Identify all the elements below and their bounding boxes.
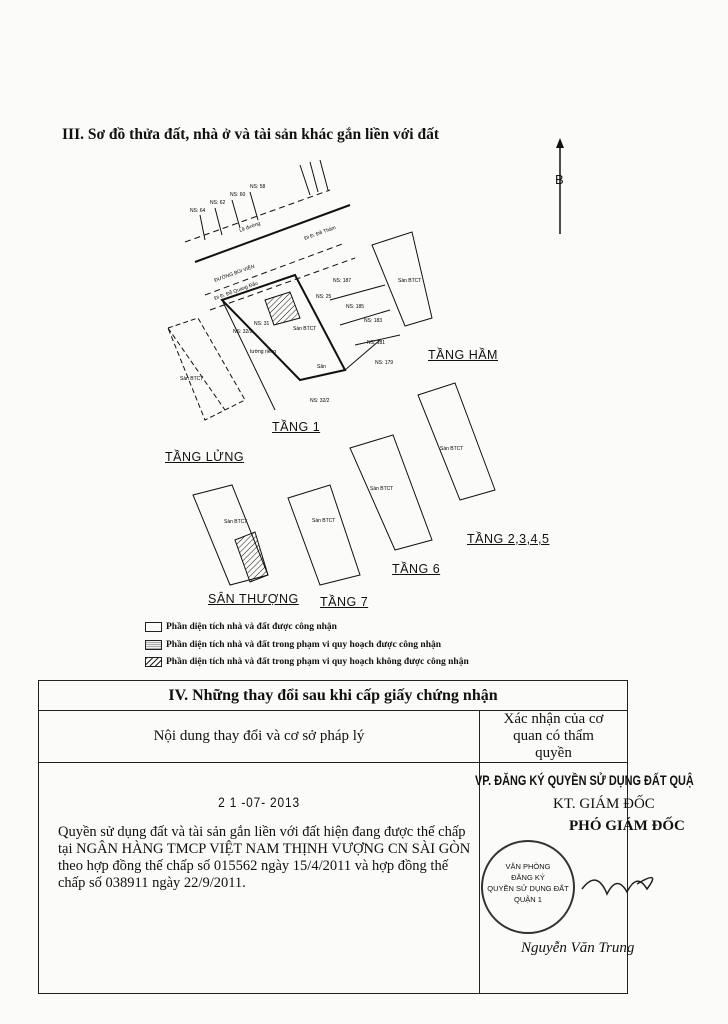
slab-label: Sàn BTCT [370, 486, 393, 492]
floor-label-7: TẦNG 7 [320, 595, 369, 609]
legend-swatch-dotted [145, 640, 162, 650]
column-header-authority: Xác nhận của cơ quan có thẩm quyền [479, 710, 628, 763]
legend-swatch-hatched [145, 657, 162, 667]
authority-cell: VP. ĐĂNG KÝ QUYỀN SỬ DỤNG ĐẤT QUẬ KT. GI… [475, 762, 694, 994]
lot-label: NS: 60 [230, 192, 246, 198]
slab-label: Sàn BTCT [440, 446, 463, 452]
floor-label-2345: TẦNG 2,3,4,5 [467, 532, 550, 546]
lot-label: NS: 187 [333, 278, 351, 284]
changes-table: IV. Những thay đổi sau khi cấp giấy chứn… [38, 680, 694, 994]
lot-label: NS: 25 [316, 294, 332, 300]
lot-label: NS: 183 [364, 318, 382, 324]
legend-text: Phần diện tích nhà và đất trong phạm vi … [166, 640, 442, 650]
legend-text: Phần diện tích nhà và đất trong phạm vi … [166, 657, 469, 667]
lot-label: NS: 62 [210, 200, 226, 206]
legend-item: Phần diện tích nhà và đất trong phạm vi … [145, 657, 469, 667]
column-header-content: Nội dung thay đổi và cơ sở pháp lý [38, 710, 480, 763]
legend-item: Phần diện tích nhà và đất trong phạm vi … [145, 640, 441, 650]
legend-text: Phần diện tích nhà và đất được công nhận [166, 622, 337, 632]
lot-label: NS: 64 [190, 208, 206, 214]
seal-text: VĂN PHÒNG [505, 862, 551, 871]
slab-label: Sàn BTCT [224, 519, 247, 525]
section-3-title: III. Sơ đồ thửa đất, nhà ở và tài sản kh… [62, 126, 440, 143]
signatory-title-kt: KT. GIÁM ĐỐC [553, 796, 655, 812]
seal-text: ĐĂNG KÝ [511, 873, 545, 882]
official-seal: VĂN PHÒNG ĐĂNG KÝ QUYỀN SỬ DỤNG ĐẤT QUẬN… [481, 840, 575, 934]
signatory-title-deputy: PHÓ GIÁM ĐỐC [569, 818, 685, 834]
floor-label-ground: TẦNG 1 [272, 420, 321, 434]
floor-label-6: TẦNG 6 [392, 562, 441, 576]
section-4-title: IV. Những thay đổi sau khi cấp giấy chứn… [38, 680, 628, 711]
site-plan-drawing: ĐƯỜNG BÙI VIỆN Lề đường Đi Đ. Đề Thám Đi… [167, 159, 496, 586]
lot-label: NS: 31 [254, 321, 270, 327]
change-content-cell: 2 1 -07- 2013 Quyền sử dụng đất và tài s… [38, 762, 480, 994]
legend-swatch-plain [145, 622, 162, 632]
office-name: VP. ĐĂNG KÝ QUYỀN SỬ DỤNG ĐẤT QUẬ [475, 772, 694, 788]
yard-label: Sân [317, 364, 326, 370]
private-wall-label: tường riêng [250, 349, 276, 355]
signature-icon [581, 876, 654, 896]
lot-label: NS: 58 [250, 184, 266, 190]
signer-name: Nguyễn Văn Trung [521, 940, 635, 956]
lot-label: NS: 185 [346, 304, 364, 310]
seal-text: QUẬN 1 [514, 895, 542, 904]
lot-label: NS: 32/2 [310, 398, 330, 404]
slab-label: Sàn BTCT [293, 326, 316, 332]
slab-label: Sàn BTCT [312, 518, 335, 524]
lot-label: NS: 181 [367, 340, 385, 346]
change-description: Quyền sử dụng đất và tài sản gắn liền vớ… [58, 824, 471, 891]
slab-label: Sàn BTCT [398, 278, 421, 284]
sidewalk-label: Lề đường [239, 221, 262, 234]
slab-label: Sàn BTCT [180, 376, 203, 382]
north-label: B [555, 172, 564, 187]
north-arrow-icon [556, 138, 564, 234]
floor-label-rooftop: SÂN THƯỢNG [208, 592, 299, 606]
seal-text: QUYỀN SỬ DỤNG ĐẤT [487, 884, 569, 893]
lot-label: NS: 179 [375, 360, 393, 366]
direction-de-tham: Đi Đ. Đề Thám [304, 225, 337, 242]
change-date: 2 1 -07- 2013 [218, 794, 300, 810]
lot-label: NS: 32/2 [233, 329, 253, 335]
street-label: ĐƯỜNG BÙI VIỆN [213, 262, 256, 284]
legend-item: Phần diện tích nhà và đất được công nhận [145, 622, 337, 632]
floor-label-basement: TẦNG HẦM [428, 348, 498, 362]
floor-label-mezzanine: TẦNG LỬNG [165, 450, 245, 464]
